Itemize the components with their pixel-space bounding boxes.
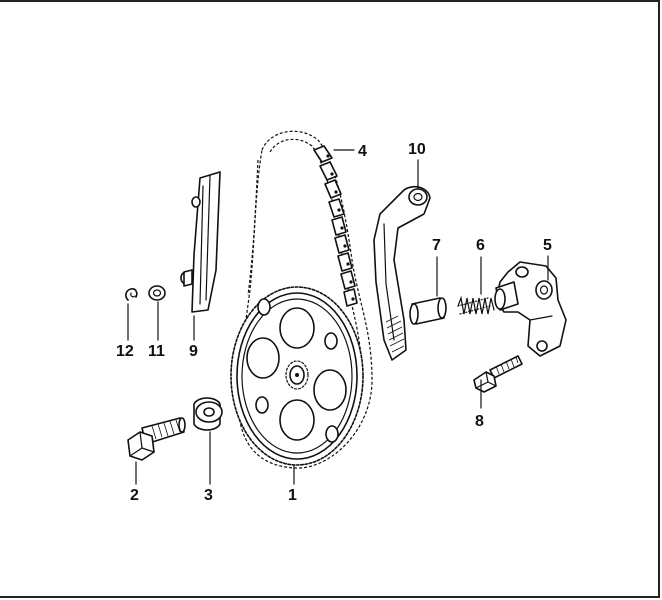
- circlip: [125, 288, 138, 301]
- callout-10: 10: [408, 141, 426, 158]
- callout-9: 9: [189, 343, 198, 360]
- spacer-bush: [193, 397, 223, 431]
- callout-5: 5: [543, 237, 552, 254]
- chain-links: [313, 145, 358, 307]
- callouts: 1 2 3 4 5 6 7 8 9 10 11 12: [116, 141, 552, 504]
- washer: [148, 285, 166, 301]
- callout-6: 6: [476, 237, 485, 254]
- leader-lines: [127, 149, 549, 485]
- callout-3: 3: [204, 487, 213, 504]
- callout-11: 11: [148, 343, 165, 360]
- callout-4: 4: [358, 143, 367, 160]
- callout-12: 12: [116, 343, 134, 360]
- callout-7: 7: [432, 237, 441, 254]
- tensioner-pin: [409, 297, 447, 325]
- bolt: [127, 417, 186, 461]
- tensioner-bolt: [473, 355, 523, 393]
- chain-tensioner: [494, 261, 567, 357]
- callout-8: 8: [475, 413, 484, 430]
- callout-2: 2: [130, 487, 139, 504]
- tensioner-spring: [457, 295, 495, 315]
- callout-1: 1: [288, 487, 297, 504]
- guide-rail: [180, 171, 221, 313]
- sprocket: [230, 286, 364, 466]
- timing-chain: [237, 130, 373, 469]
- tensioner-rail: [373, 185, 431, 361]
